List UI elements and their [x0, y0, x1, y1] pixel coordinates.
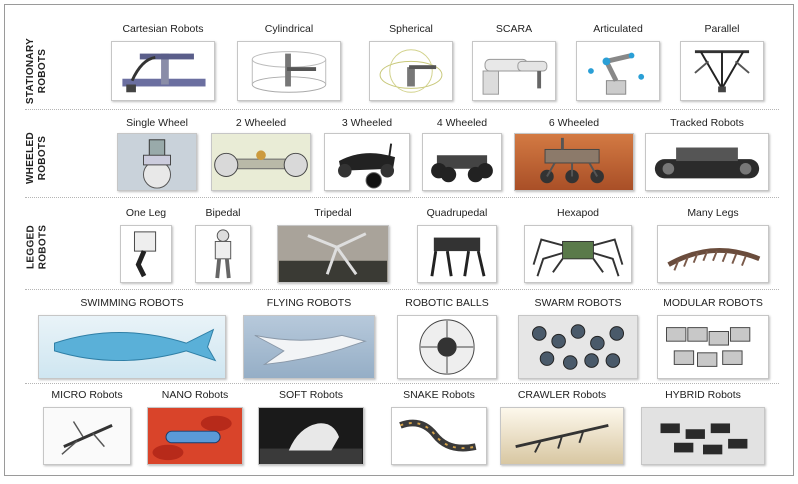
item-label: 3 Wheeled: [341, 117, 393, 129]
item-label: Bipedal: [205, 207, 241, 219]
item-modular-robots: MODULAR ROBOTS: [657, 297, 769, 379]
tripedal-robot-image: [277, 225, 389, 283]
soft-robot-image: [258, 407, 364, 465]
row-divider: [25, 109, 779, 110]
item-tracked-robots: Tracked Robots: [645, 117, 769, 191]
micro-robot-image: [43, 407, 131, 465]
item-label: SCARA: [495, 23, 533, 35]
item-label: Cartesian Robots: [122, 23, 204, 35]
scara-robot-image: [472, 41, 556, 101]
four-wheeled-robot-image: [422, 133, 502, 191]
item-cartesian-robots: Cartesian Robots: [111, 23, 215, 101]
item-tripedal: Tripedal: [277, 207, 389, 283]
hybrid-robot-image: [641, 407, 765, 465]
item-swimming-robots: SWIMMING ROBOTS: [38, 297, 226, 379]
item-quadrupedal: Quadrupedal: [417, 207, 497, 283]
robot-classification-figure: STATIONARY ROBOTS Cartesian Robots Cylin…: [4, 4, 794, 476]
item-hybrid-robots: HYBRID Robots: [641, 389, 765, 465]
item-label: Many Legs: [687, 207, 739, 219]
flying-robot-image: [243, 315, 375, 379]
many-legs-robot-image: [657, 225, 769, 283]
swimming-robot-image: [38, 315, 226, 379]
item-one-leg: One Leg: [120, 207, 172, 283]
articulated-robot-image: [576, 41, 660, 101]
item-label: Hexapod: [556, 207, 600, 219]
crawler-robot-image: [500, 407, 624, 465]
category-label-wheeled: WHEELED ROBOTS: [25, 131, 49, 185]
parallel-robot-image: [680, 41, 764, 101]
item-label: Single Wheel: [126, 117, 188, 129]
hexapod-robot-image: [524, 225, 632, 283]
item-bipedal: Bipedal: [195, 207, 251, 283]
row-divider: [25, 383, 779, 384]
item-hexapod: Hexapod: [524, 207, 632, 283]
bipedal-robot-image: [195, 225, 251, 283]
item-2-wheeled: 2 Wheeled: [211, 117, 311, 191]
cartesian-robot-image: [111, 41, 215, 101]
three-wheeled-robot-image: [324, 133, 410, 191]
item-label: 4 Wheeled: [436, 117, 488, 129]
spherical-robot-image: [369, 41, 453, 101]
item-crawler-robots: CRAWLER Robots: [500, 389, 624, 465]
item-micro-robots: MICRO Robots: [43, 389, 131, 465]
item-label: 6 Wheeled: [548, 117, 600, 129]
category-label-stationary: STATIONARY ROBOTS: [25, 37, 48, 105]
item-label: Articulated: [593, 23, 643, 35]
item-label: Tripedal: [314, 207, 352, 219]
tracked-robot-image: [645, 133, 769, 191]
single-wheel-robot-image: [117, 133, 197, 191]
item-swarm-robots: SWARM ROBOTS: [518, 297, 638, 379]
quadrupedal-robot-image: [417, 225, 497, 283]
item-label: SOFT Robots: [279, 389, 343, 401]
item-label: One Leg: [125, 207, 167, 219]
two-wheeled-robot-image: [211, 133, 311, 191]
category-label-legged: LEGGED ROBOTS: [25, 224, 48, 270]
six-wheeled-robot-image: [514, 133, 634, 191]
nano-robot-image: [147, 407, 243, 465]
row-divider: [25, 197, 779, 198]
item-label: ROBOTIC BALLS: [405, 297, 489, 309]
robotic-ball-image: [397, 315, 497, 379]
item-robotic-balls: ROBOTIC BALLS: [397, 297, 497, 379]
item-articulated: Articulated: [576, 23, 660, 101]
item-scara: SCARA: [472, 23, 556, 101]
item-nano-robots: NANO Robots: [147, 389, 243, 465]
item-label: 2 Wheeled: [235, 117, 287, 129]
item-label: SWIMMING ROBOTS: [80, 297, 184, 309]
item-label: Spherical: [389, 23, 433, 35]
item-label: Tracked Robots: [670, 117, 744, 129]
item-6-wheeled: 6 Wheeled: [514, 117, 634, 191]
item-snake-robots: SNAKE Robots: [391, 389, 487, 465]
item-soft-robots: SOFT Robots: [258, 389, 364, 465]
swarm-robots-image: [518, 315, 638, 379]
item-label: SNAKE Robots: [403, 389, 475, 401]
row-divider: [25, 289, 779, 290]
item-single-wheel: Single Wheel: [117, 117, 197, 191]
item-label: Parallel: [704, 23, 740, 35]
item-label: Quadrupedal: [426, 207, 488, 219]
item-3-wheeled: 3 Wheeled: [324, 117, 410, 191]
item-flying-robots: FLYING ROBOTS: [243, 297, 375, 379]
modular-robots-image: [657, 315, 769, 379]
item-label: Cylindrical: [264, 23, 314, 35]
cylindrical-robot-image: [237, 41, 341, 101]
item-cylindrical: Cylindrical: [237, 23, 341, 101]
item-label: NANO Robots: [161, 389, 229, 401]
item-label: MICRO Robots: [51, 389, 123, 401]
item-4-wheeled: 4 Wheeled: [422, 117, 502, 191]
one-leg-robot-image: [120, 225, 172, 283]
snake-robot-image: [391, 407, 487, 465]
item-label: CRAWLER Robots: [517, 389, 607, 401]
item-label: HYBRID Robots: [665, 389, 741, 401]
item-parallel: Parallel: [680, 23, 764, 101]
item-spherical: Spherical: [369, 23, 453, 101]
item-label: FLYING ROBOTS: [266, 297, 352, 309]
item-many-legs: Many Legs: [657, 207, 769, 283]
item-label: SWARM ROBOTS: [534, 297, 622, 309]
item-label: MODULAR ROBOTS: [663, 297, 763, 309]
